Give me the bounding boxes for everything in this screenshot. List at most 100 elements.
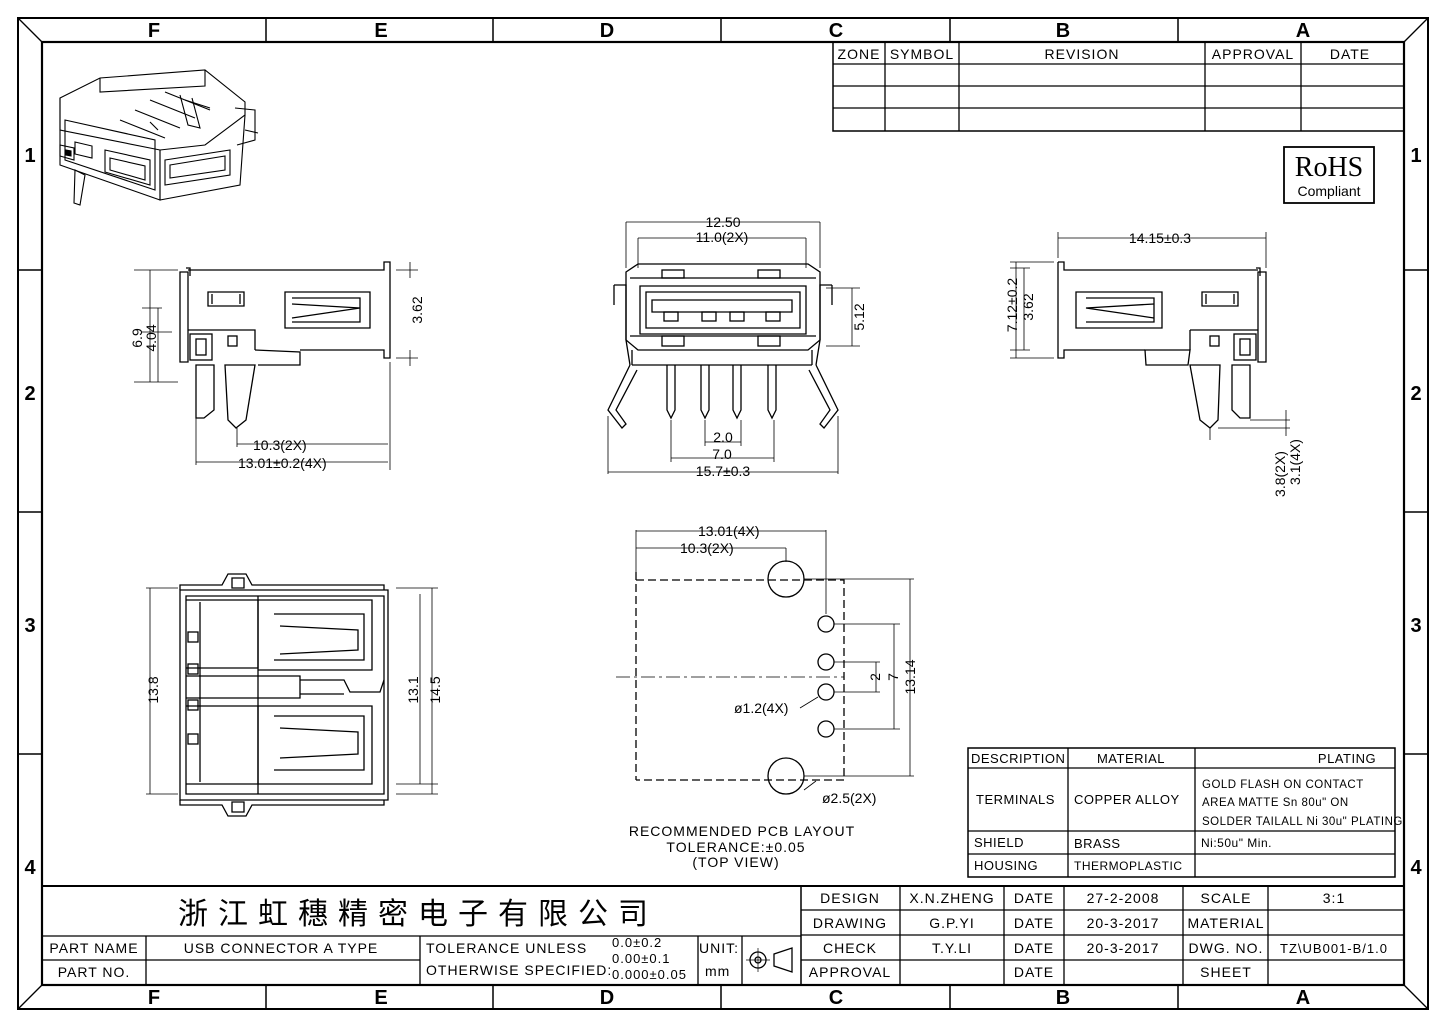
- date-design: 27-2-2008: [1087, 890, 1160, 906]
- mat-row1-desc: TERMINALS: [976, 792, 1055, 807]
- pcb-note-title: RECOMMENDED PCB LAYOUT: [629, 823, 855, 839]
- front-view: [607, 221, 860, 474]
- dim-front-pitch-2-0: 2.0: [713, 429, 733, 445]
- name-check: T.Y.LI: [932, 940, 972, 956]
- scale-value: 3:1: [1323, 890, 1345, 906]
- zone-col-top-6: A: [1296, 20, 1310, 42]
- dim-left-height-4-04: 4.04: [143, 324, 159, 351]
- title-block: [42, 885, 1404, 985]
- dim-pcb-hole-small: ø1.2(4X): [734, 700, 788, 716]
- isometric-view: [59, 69, 259, 206]
- pcb-hole-large-bottom: [767, 757, 805, 795]
- tolerance-label-2: OTHERWISE SPECIFIED:: [426, 962, 612, 978]
- rev-header-approval: APPROVAL: [1212, 46, 1294, 62]
- zone-col-bottom-2: E: [374, 987, 387, 1009]
- mat-row1-plating-1: GOLD FLASH ON CONTACT: [1202, 779, 1364, 791]
- scale-label: SCALE: [1201, 890, 1252, 906]
- zone-col-bottom-5: B: [1056, 987, 1070, 1009]
- dim-left-height-3-62: 3.62: [409, 296, 425, 323]
- mat-row3-desc: HOUSING: [974, 858, 1038, 873]
- dim-pcb-10-3: 10.3(2X): [680, 540, 734, 556]
- dim-right-width-14-15: 14.15±0.3: [1129, 230, 1191, 246]
- zone-row-left-3: 3: [24, 615, 35, 637]
- dim-top-height-14-5: 14.5: [427, 676, 443, 703]
- zone-col-top-2: E: [374, 20, 387, 42]
- date-drawing: 20-3-2017: [1087, 915, 1160, 931]
- zone-col-bottom-4: C: [829, 987, 843, 1009]
- zone-col-top-5: B: [1056, 20, 1070, 42]
- zone-row-right-1: 1: [1410, 145, 1421, 167]
- sheet-border: [17, 17, 1429, 1010]
- side-view-left: [134, 261, 418, 470]
- dim-pcb-hole-large: ø2.5(2X): [822, 790, 876, 806]
- dim-pcb-13-01: 13.01(4X): [698, 523, 759, 539]
- mat-row3-material: THERMOPLASTIC: [1074, 859, 1183, 873]
- pcb-note-tolerance: TOLERANCE:±0.05: [666, 839, 805, 855]
- date-label-3: DATE: [1014, 940, 1054, 956]
- zone-col-bottom-3: D: [600, 987, 614, 1009]
- rev-header-date: DATE: [1330, 46, 1370, 62]
- zone-col-bottom-1: F: [148, 987, 160, 1009]
- rev-header-symbol: SYMBOL: [890, 46, 954, 62]
- dim-right-height-3-62: 3.62: [1020, 293, 1036, 320]
- dwg-no-label: DWG. NO.: [1189, 940, 1264, 956]
- tolerance-label-1: TOLERANCE UNLESS: [426, 940, 587, 956]
- mat-row1-plating-3: SOLDER TAILALL Ni 30u" PLATING: [1202, 816, 1403, 828]
- sheet-label: SHEET: [1200, 964, 1252, 980]
- dim-pcb-pitch-7: 7: [885, 673, 901, 681]
- company-name: 浙江虹穗精密电子有限公司: [178, 897, 658, 932]
- pcb-hole-small-2: [817, 653, 835, 671]
- rev-header-zone: ZONE: [838, 46, 881, 62]
- part-name-value: USB CONNECTOR A TYPE: [184, 940, 379, 956]
- name-drawing: G.P.YI: [929, 915, 974, 931]
- part-no-label: PART NO.: [58, 964, 131, 980]
- zone-row-left-1: 1: [24, 145, 35, 167]
- top-view: [146, 573, 438, 817]
- zone-row-right-3: 3: [1410, 615, 1421, 637]
- date-check: 20-3-2017: [1087, 940, 1160, 956]
- mat-header-plating: PLATING: [1318, 751, 1376, 766]
- tolerance-value-3: 0.000±0.05: [612, 967, 687, 982]
- dim-top-height-13-8: 13.8: [145, 676, 161, 703]
- dim-front-width-15-7: 15.7±0.3: [696, 463, 751, 479]
- rohs-subtitle: Compliant: [1297, 183, 1360, 199]
- tolerance-value-2: 0.00±0.1: [612, 951, 671, 966]
- zone-row-right-4: 4: [1410, 857, 1422, 879]
- name-design: X.N.ZHENG: [909, 890, 994, 906]
- dim-front-width-12-50: 12.50: [705, 214, 740, 230]
- dim-front-pitch-7-0: 7.0: [712, 446, 732, 462]
- rohs-badge: RoHS Compliant: [1283, 146, 1375, 204]
- role-design: DESIGN: [820, 890, 880, 906]
- tolerance-value-1: 0.0±0.2: [612, 935, 662, 950]
- pcb-hole-small-1: [817, 615, 835, 633]
- role-approval: APPROVAL: [809, 964, 891, 980]
- zone-row-right-2: 2: [1410, 383, 1421, 405]
- pcb-layout: [616, 530, 914, 795]
- unit-value: mm: [705, 963, 730, 979]
- zone-col-bottom-6: A: [1296, 987, 1310, 1009]
- zone-col-top-1: F: [148, 20, 160, 42]
- mat-header-desc: DESCRIPTION: [971, 751, 1065, 766]
- dim-right-vert-3-8: 3.8(2X): [1272, 451, 1288, 497]
- mat-row2-material: BRASS: [1074, 836, 1121, 851]
- part-name-label: PART NAME: [49, 940, 138, 956]
- mat-row2-plating: Ni:50u" Min.: [1201, 836, 1272, 850]
- dim-front-height-5-12: 5.12: [851, 303, 867, 330]
- side-view-right: [1010, 232, 1290, 440]
- date-label-4: DATE: [1014, 964, 1054, 980]
- rev-header-revision: REVISION: [1045, 46, 1120, 62]
- dim-right-height-7-12: 7.12±0.2: [1004, 278, 1020, 333]
- mat-row1-material: COPPER ALLOY: [1074, 792, 1180, 807]
- pcb-hole-small-3: [817, 683, 835, 701]
- dim-right-vert-3-1: 3.1(4X): [1287, 439, 1303, 485]
- material-table: [967, 747, 1396, 878]
- pcb-hole-small-4: [817, 720, 835, 738]
- pcb-hole-large-top: [767, 560, 805, 598]
- dim-top-height-13-1: 13.1: [405, 676, 421, 703]
- date-label-1: DATE: [1014, 890, 1054, 906]
- rohs-title: RoHS: [1295, 152, 1363, 183]
- date-label-2: DATE: [1014, 915, 1054, 931]
- pcb-note-view: (TOP VIEW): [692, 854, 779, 870]
- dim-left-height-6-9: 6.9: [129, 328, 145, 348]
